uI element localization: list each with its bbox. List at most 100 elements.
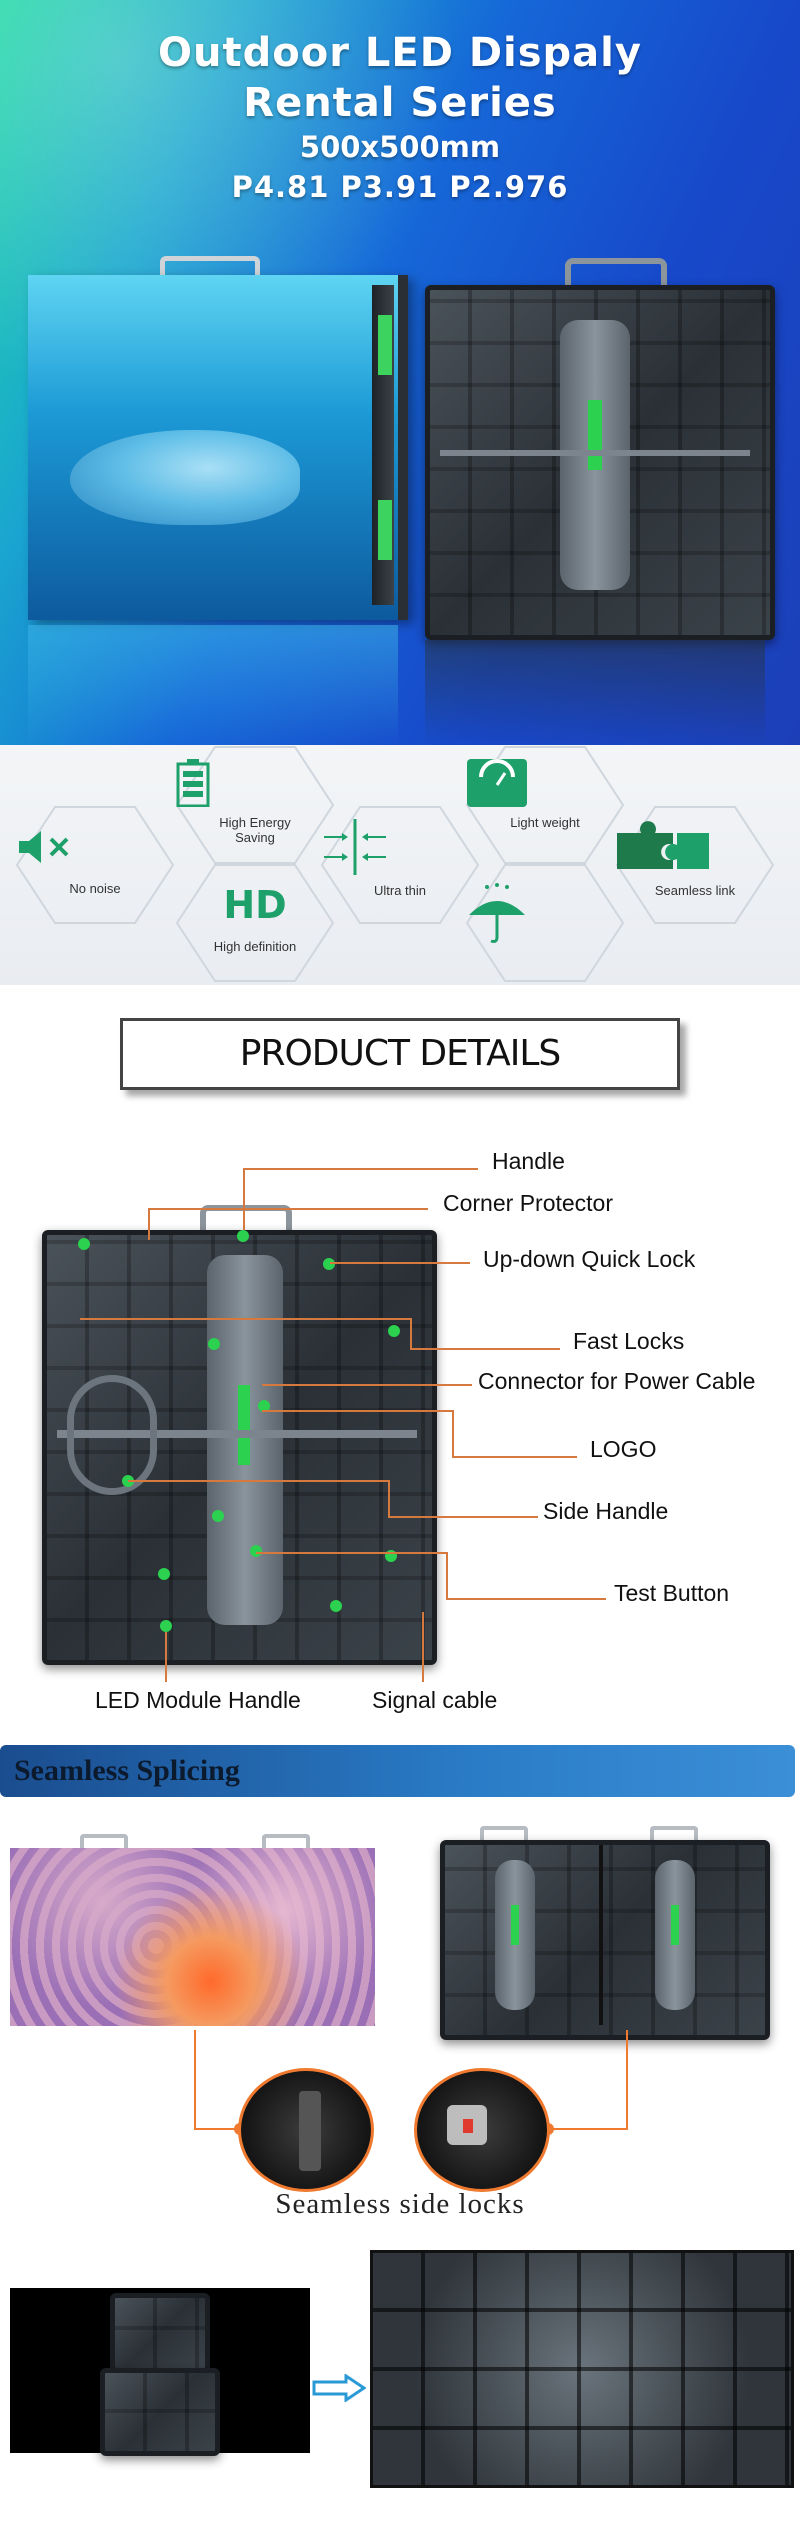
handle-dot [237,1230,249,1242]
feature-waterproof [465,863,625,983]
hero-title-line2: Rental Series [243,80,557,126]
arrow-right-icon [312,2373,367,2407]
feature-high-definition: HD High definition [175,863,335,983]
product-details-title: PRODUCT DETAILS [239,1033,562,1074]
callout-line [165,1632,167,1682]
module-handle-dot [160,1620,172,1632]
corner-protector-dot [78,1238,90,1250]
lock-indicator [463,2119,473,2133]
callout-line [262,1410,452,1412]
logo-strip [238,1385,250,1465]
feature-label: Seamless link [654,883,736,898]
callout-handle: Handle [492,1148,565,1174]
signal-cable-dot [330,1600,342,1612]
logo-strip [671,1905,679,1945]
cabinet-handle-illustration [80,1834,128,1854]
product-details-heading-box: PRODUCT DETAILS [120,1018,680,1090]
cabinet-crossbar [57,1430,417,1438]
feature-label: Ultra thin [373,883,427,898]
spliced-cabinets-back [440,1840,770,2040]
cabinet-stack-upper [110,2293,210,2373]
cabinet-handle-illustration [262,1834,310,1854]
side-handle-shape [67,1375,157,1495]
callout-line [452,1410,454,1456]
callout-line [243,1168,478,1170]
callout-line [446,1552,448,1598]
callout-line [388,1480,390,1516]
callout-line [446,1598,606,1600]
callout-line [422,1612,424,1682]
side-lock-closeup-left [238,2068,374,2192]
callout-side-handle: Side Handle [543,1498,669,1524]
feature-label: No noise [69,881,121,896]
spliced-screen-image [10,1848,375,2026]
connector-line [626,2030,628,2130]
callout-line [388,1516,538,1518]
hero-title-line1: Outdoor LED Dispaly [158,30,642,76]
cabinet-seam [599,1845,603,2025]
connector-line [548,2128,626,2130]
connector-line [194,2128,240,2130]
fast-lock-dot [212,1510,224,1522]
callout-line [243,1168,245,1230]
fast-lock-dot [208,1338,220,1350]
callout-fast-locks: Fast Locks [573,1328,685,1354]
feature-light-weight: Light weight [465,745,625,865]
module-handle-dot [158,1568,170,1580]
dolphin-image [70,430,300,525]
cabinet-crossbar [440,450,750,456]
seamless-side-locks-caption: Seamless side locks [275,2188,525,2220]
cabinet-back-detail [42,1230,437,1665]
hero-size: 500x500mm [299,130,501,164]
logo-strip [588,400,602,470]
callout-module-handle: LED Module Handle [95,1687,301,1713]
led-cabinet-back [425,285,775,640]
hd-icon: HD [223,883,287,927]
callout-line [256,1552,446,1554]
side-lock-icon [378,500,392,560]
feature-no-noise: No noise [15,805,175,925]
callout-corner-protector: Corner Protector [443,1190,614,1216]
logo-strip [511,1905,519,1945]
cabinet-angled-view [10,2288,310,2456]
callout-logo: LOGO [590,1436,657,1462]
feature-seamless-link: Seamless link [615,805,775,925]
cabinet-handle-illustration [480,1826,528,1846]
connector-line [194,2030,196,2130]
seamless-splicing-header: Seamless Splicing [0,1745,795,1797]
hero-banner: Outdoor LED Dispaly Rental Series 500x50… [0,0,800,745]
callout-line [148,1208,428,1210]
feature-ultra-thin: Ultra thin [320,805,480,925]
cabinet-stack-lower [100,2368,220,2456]
callout-quick-lock: Up-down Quick Lock [483,1246,696,1272]
features-panel: No noise High Energy Saving HD High defi… [0,745,800,985]
screen-cabinet-handle [160,256,260,283]
power-connector-dot [258,1400,270,1412]
seamless-splicing-title: Seamless Splicing [14,1754,240,1787]
back-cabinet-handle [565,258,667,292]
callout-line [80,1318,410,1320]
callout-line [262,1384,472,1386]
feature-label: Light weight [510,815,580,830]
test-button-dot [250,1545,262,1557]
side-lock-icon [378,315,392,375]
cabinet-wall-array [370,2250,794,2488]
feature-label: High Energy Saving [219,815,291,845]
hero-pitches: P4.81 P3.91 P2.976 [231,170,569,204]
cabinet-handle-illustration [650,1826,698,1846]
quick-lock-dot [323,1258,335,1270]
callout-line [330,1262,470,1264]
callout-power-connector: Connector for Power Cable [478,1368,756,1394]
fast-lock-dot [388,1325,400,1337]
callout-test-button: Test Button [614,1580,730,1606]
callout-line [410,1348,560,1350]
side-lock-closeup-right [414,2068,550,2192]
callout-line [410,1318,412,1350]
callout-line [452,1456,577,1458]
callout-line [148,1208,150,1240]
callout-line [128,1480,388,1482]
lock-latch [299,2091,321,2171]
feature-label: High definition [213,939,297,954]
cabinet-reflection [425,640,765,745]
feature-energy-saving: High Energy Saving [175,745,335,865]
